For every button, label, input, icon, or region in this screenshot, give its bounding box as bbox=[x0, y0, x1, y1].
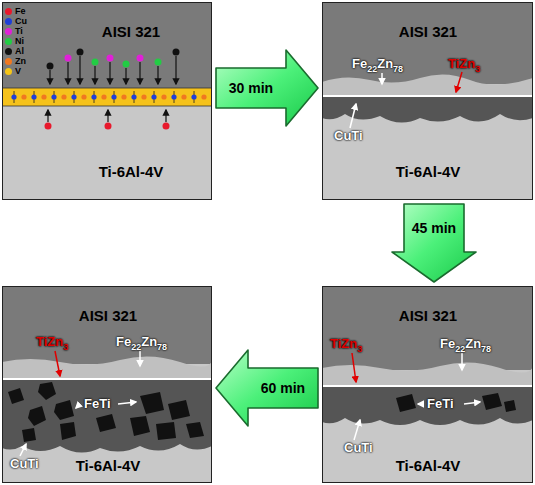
phase-label: CuTi bbox=[334, 128, 363, 143]
formula-part: CuTi bbox=[344, 440, 373, 455]
phase-label: TiZn3 bbox=[330, 336, 362, 354]
formula-part: TiZn bbox=[36, 334, 63, 349]
material-name: Ti-6Al-4V bbox=[76, 457, 141, 474]
element-swatch bbox=[5, 38, 12, 45]
legend-item: Ti bbox=[5, 26, 27, 36]
formula-part: 22 bbox=[367, 64, 377, 74]
legend-item: V bbox=[5, 66, 27, 76]
formula-part: Zn bbox=[465, 336, 481, 351]
element-name: Ni bbox=[15, 36, 24, 46]
element-name: V bbox=[15, 66, 21, 76]
phase-label: TiZn3 bbox=[36, 334, 68, 352]
formula-part: 78 bbox=[481, 344, 491, 354]
joint-panel: AISI 321Ti-6Al-4V bbox=[322, 2, 533, 200]
formula-part: Fe bbox=[440, 336, 455, 351]
time-arrow bbox=[216, 350, 318, 426]
formula-part: Zn bbox=[377, 56, 393, 71]
time-arrow bbox=[392, 204, 476, 282]
formula-part: Fe bbox=[352, 56, 367, 71]
joint-60min bbox=[2, 286, 212, 483]
formula-part: 3 bbox=[357, 344, 362, 354]
formula-part: FeTi bbox=[427, 396, 454, 411]
phase-label: FeTi bbox=[84, 396, 111, 411]
joint-panel: AISI 321Ti-6Al-4V bbox=[2, 2, 212, 200]
element-name: Al bbox=[15, 46, 24, 56]
time-label: 60 min bbox=[261, 380, 305, 396]
legend-item: Fe bbox=[5, 6, 27, 16]
element-swatch bbox=[5, 48, 12, 55]
element-swatch bbox=[5, 18, 12, 25]
legend-item: Cu bbox=[5, 16, 27, 26]
element-swatch bbox=[5, 28, 12, 35]
material-name: AISI 321 bbox=[102, 23, 160, 40]
formula-part: TiZn bbox=[448, 56, 475, 71]
formula-part: 78 bbox=[157, 342, 167, 352]
joint-30min bbox=[322, 2, 533, 200]
element-swatch bbox=[5, 58, 12, 65]
phase-label: CuTi bbox=[344, 440, 373, 455]
phase-label: TiZn3 bbox=[448, 56, 480, 74]
time-arrow bbox=[216, 50, 318, 126]
element-swatch bbox=[5, 68, 12, 75]
legend-item: Ni bbox=[5, 36, 27, 46]
time-label: 45 min bbox=[412, 220, 456, 236]
material-name: Ti-6Al-4V bbox=[99, 163, 164, 180]
element-name: Fe bbox=[15, 6, 26, 16]
material-name: AISI 321 bbox=[79, 307, 137, 324]
phase-label: Fe22Zn78 bbox=[116, 334, 167, 352]
element-swatch bbox=[5, 8, 12, 15]
time-label: 30 min bbox=[229, 80, 273, 96]
formula-part: CuTi bbox=[10, 456, 39, 471]
element-name: Ti bbox=[15, 26, 23, 36]
formula-part: TiZn bbox=[330, 336, 357, 351]
formula-part: FeTi bbox=[84, 396, 111, 411]
material-name: AISI 321 bbox=[399, 307, 457, 324]
formula-part: Zn bbox=[141, 334, 157, 349]
formula-part: CuTi bbox=[334, 128, 363, 143]
legend-item: Al bbox=[5, 46, 27, 56]
initial-joint bbox=[2, 2, 212, 200]
phase-label: Fe22Zn78 bbox=[440, 336, 491, 354]
joint-45min bbox=[322, 286, 533, 483]
phase-label: FeTi bbox=[427, 396, 454, 411]
joint-panel: AISI 321Ti-6Al-4V bbox=[2, 286, 212, 483]
element-name: Zn bbox=[15, 56, 26, 66]
legend-item: Zn bbox=[5, 56, 27, 66]
formula-part: 22 bbox=[131, 342, 141, 352]
material-name: AISI 321 bbox=[399, 23, 457, 40]
formula-part: 3 bbox=[475, 64, 480, 74]
element-legend: FeCuTiNiAlZnV bbox=[5, 6, 27, 76]
material-name: Ti-6Al-4V bbox=[396, 163, 461, 180]
phase-label: CuTi bbox=[10, 456, 39, 471]
formula-part: 3 bbox=[63, 342, 68, 352]
phase-label: Fe22Zn78 bbox=[352, 56, 403, 74]
formula-part: 22 bbox=[455, 344, 465, 354]
formula-part: 78 bbox=[393, 64, 403, 74]
element-name: Cu bbox=[15, 16, 27, 26]
formula-part: Fe bbox=[116, 334, 131, 349]
material-name: Ti-6Al-4V bbox=[396, 457, 461, 474]
